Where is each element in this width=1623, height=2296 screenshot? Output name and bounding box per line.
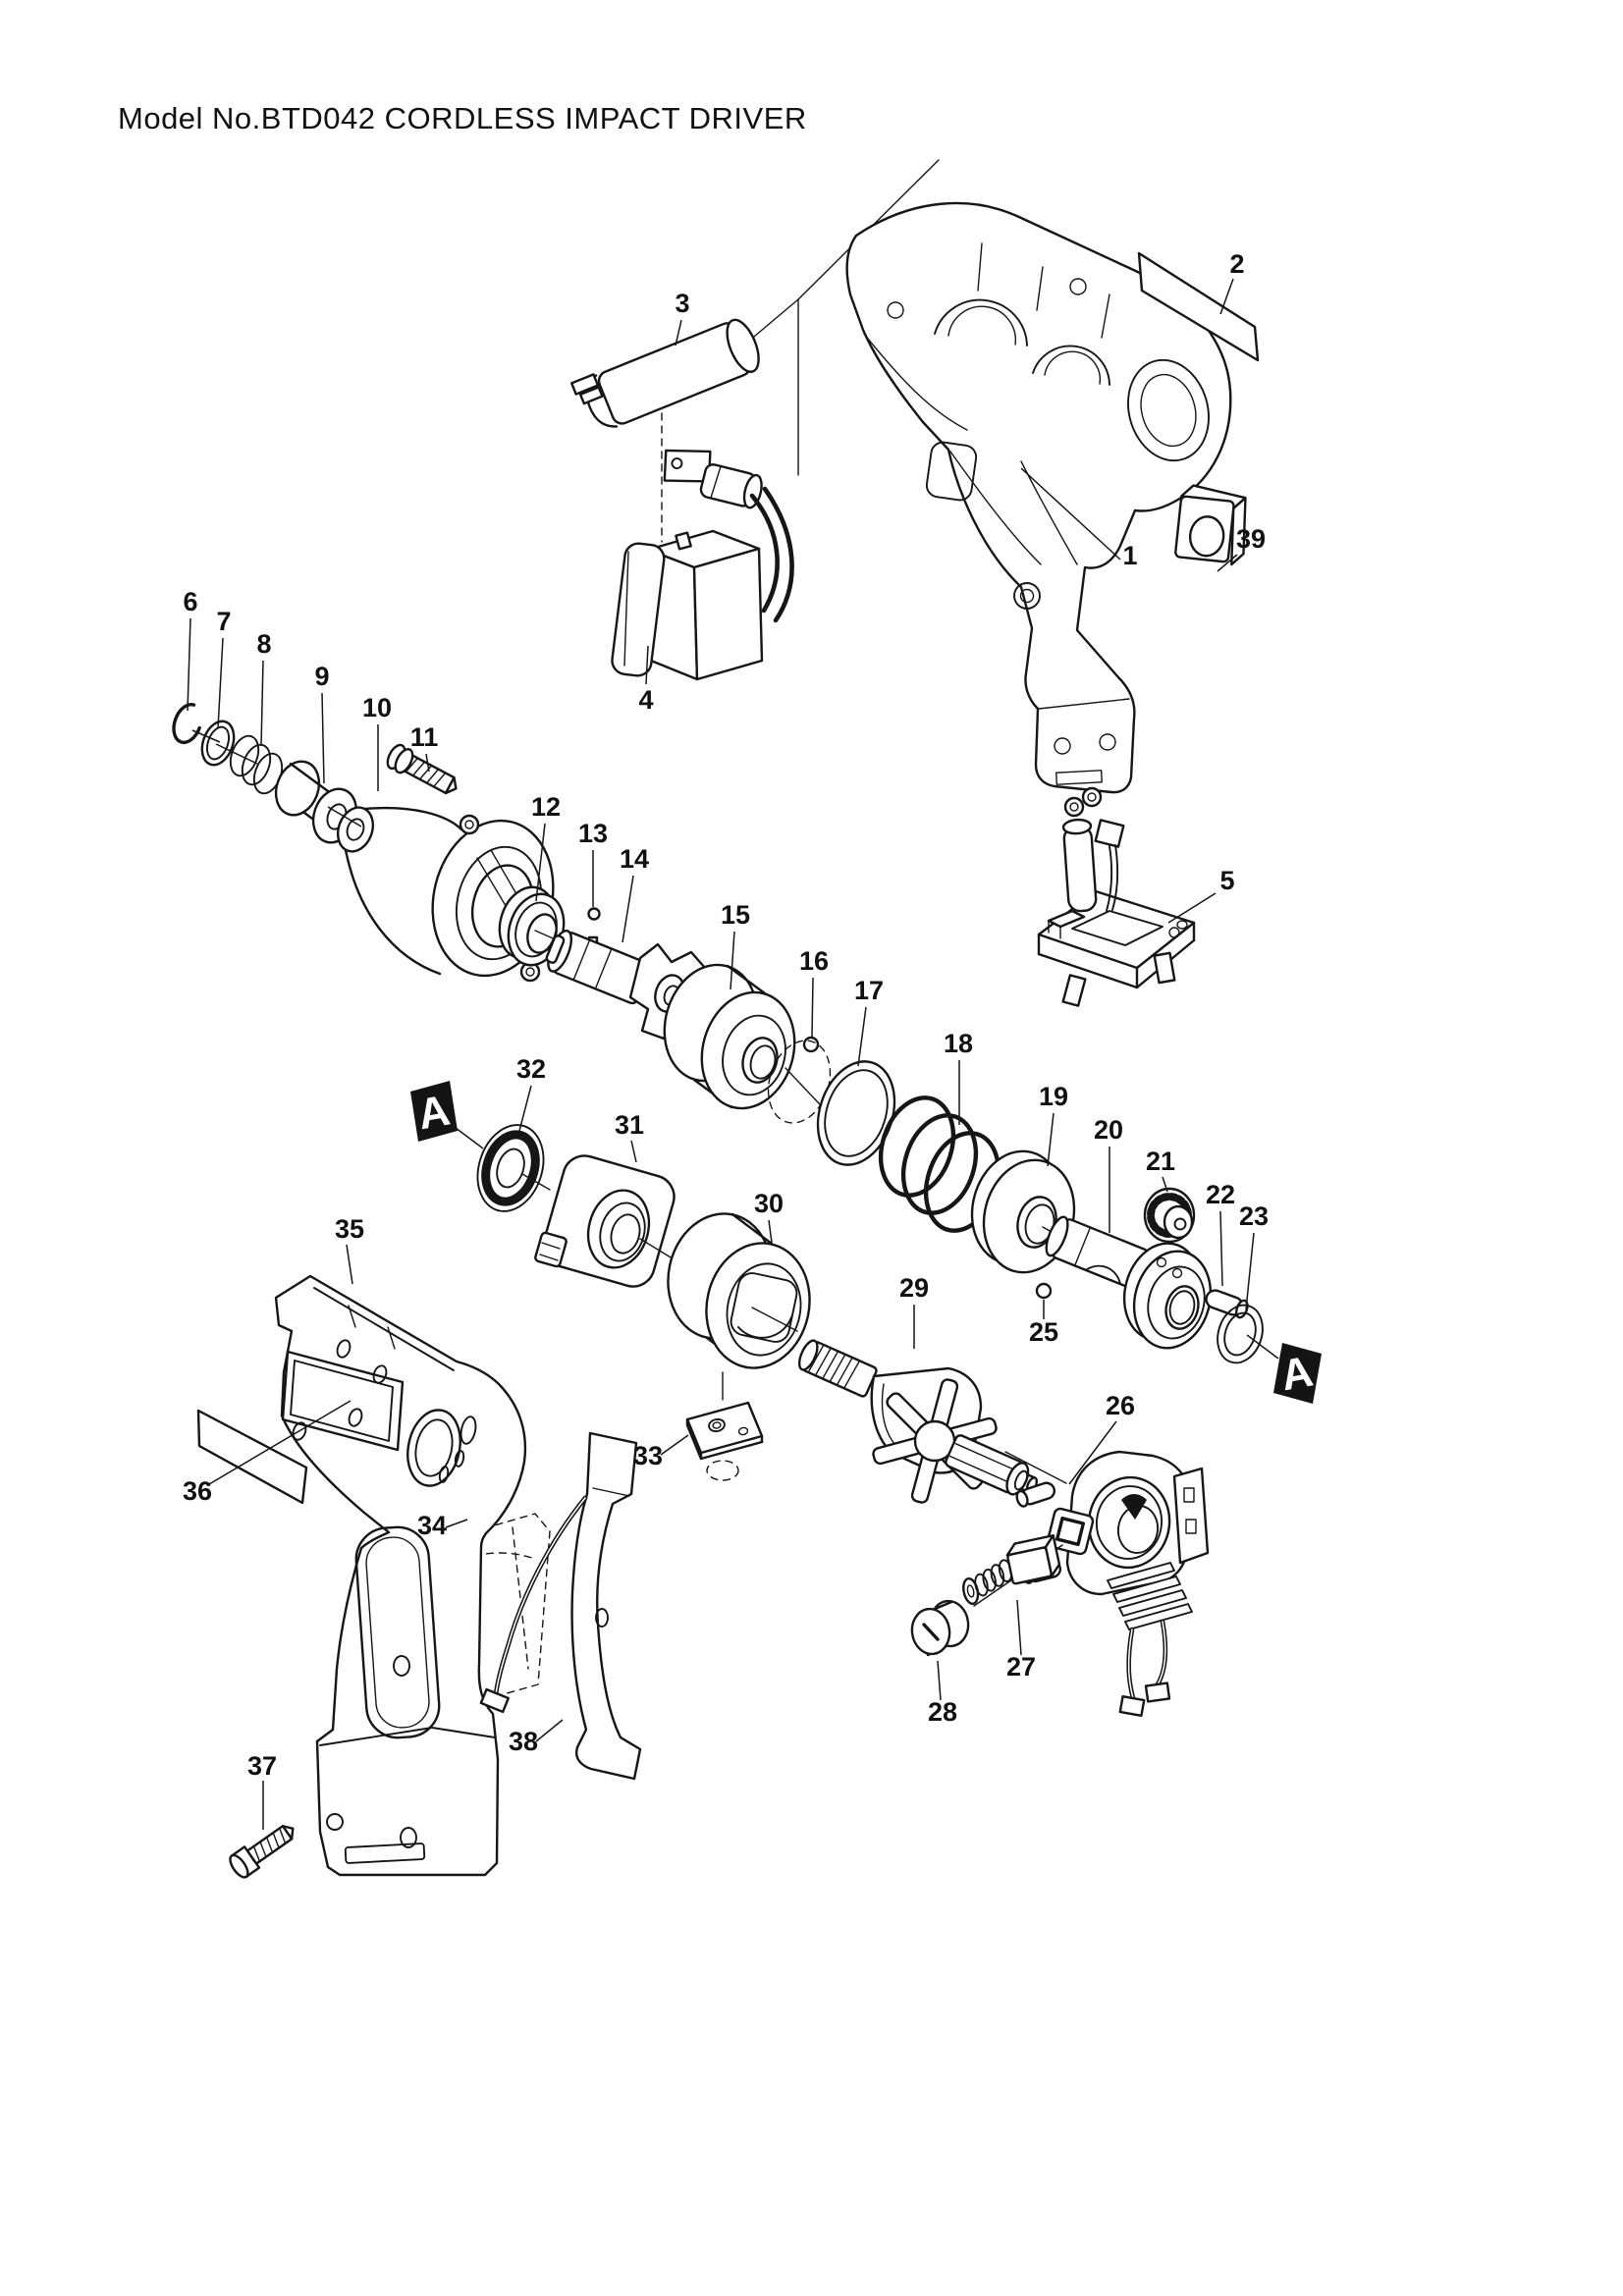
part-number-label-5: 5 (1219, 866, 1234, 895)
part-15-hammer (663, 963, 851, 1138)
part-37-tapping-screw (229, 1825, 295, 1879)
part-17-ring (816, 1060, 896, 1166)
part-number-label-12: 12 (531, 792, 561, 822)
part-number-label-13: 13 (578, 819, 608, 848)
part-number-label-27: 27 (1006, 1652, 1036, 1682)
part-number-label-15: 15 (721, 900, 750, 930)
part-number-label-33: 33 (633, 1441, 663, 1470)
part-number-label-30: 30 (754, 1189, 784, 1218)
part-27-carbon-brush (962, 1534, 1061, 1605)
part-number-label-28: 28 (928, 1697, 957, 1727)
labels: Model No.BTD042 CORDLESS IMPACT DRIVER 1… (118, 101, 1317, 1781)
diagram-title: Model No.BTD042 CORDLESS IMPACT DRIVER (118, 101, 807, 135)
part-number-label-37: 37 (247, 1751, 277, 1781)
part-21-pinion-gear (1143, 1187, 1196, 1244)
part-25-steel-ball (1035, 1282, 1053, 1300)
part-2-name-plate-sticker (1137, 251, 1260, 362)
part-number-label-9: 9 (314, 662, 329, 691)
part-number-label-35: 35 (335, 1214, 364, 1244)
part-number-label-1: 1 (1122, 541, 1137, 570)
part-3-cap (569, 318, 760, 428)
part-number-label-31: 31 (615, 1110, 644, 1140)
part-29-armature (797, 1339, 1067, 1504)
part-7-washer (200, 720, 236, 767)
part-number-label-11: 11 (410, 722, 439, 752)
part-31-bearing-box (534, 1154, 676, 1288)
part-number-label-26: 26 (1106, 1391, 1135, 1420)
part-12-bearing-retainer-ring (498, 885, 568, 967)
part-20-gear-spindle (1045, 1215, 1213, 1350)
part-6-snap-ring (172, 702, 203, 745)
part-26-brush-holder (973, 1450, 1210, 1717)
part-number-label-16: 16 (799, 946, 829, 976)
part-23-o-ring (1217, 1304, 1264, 1364)
part-number-label-7: 7 (216, 607, 231, 636)
part-number-label-32: 32 (516, 1054, 546, 1084)
part-number-label-38: 38 (509, 1727, 538, 1756)
part-33-plate (685, 1401, 764, 1481)
part-38-lead-wire-strip (479, 1431, 642, 1781)
part-number-label-29: 29 (899, 1273, 929, 1303)
part-32-oil-seal (476, 1124, 551, 1212)
part-number-label-20: 20 (1094, 1115, 1123, 1145)
part-number-label-8: 8 (256, 629, 271, 659)
part-number-label-18: 18 (944, 1029, 973, 1058)
part-5-terminal-board (1037, 786, 1196, 1007)
section-marker-a-left (410, 1081, 458, 1142)
part-number-label-14: 14 (620, 844, 649, 874)
leader-lines (187, 278, 1279, 1830)
part-number-label-39: 39 (1236, 524, 1266, 554)
part-number-label-4: 4 (638, 685, 653, 715)
part-11-screw (386, 743, 458, 795)
part-number-label-10: 10 (362, 693, 392, 722)
part-39-button (1174, 484, 1247, 566)
part-number-label-19: 19 (1039, 1082, 1068, 1111)
part-number-label-3: 3 (675, 289, 689, 318)
part-number-label-6: 6 (183, 587, 197, 616)
part-35-housing-left-half (274, 1274, 527, 1877)
part-1-housing-right-half (845, 201, 1232, 794)
part-number-label-22: 22 (1206, 1180, 1235, 1209)
part-number-label-2: 2 (1229, 249, 1244, 279)
part-number-label-17: 17 (854, 976, 884, 1005)
part-number-label-25: 25 (1029, 1317, 1058, 1347)
part-4-switch (611, 449, 794, 681)
part-number-label-34: 34 (417, 1511, 447, 1540)
part-number-label-23: 23 (1239, 1201, 1269, 1231)
part-number-label-21: 21 (1146, 1147, 1175, 1176)
section-marker-a-right (1273, 1343, 1322, 1404)
part-number-label-36: 36 (183, 1476, 212, 1506)
part-28-brush-cap (910, 1599, 970, 1657)
part-30-motor-yoke (667, 1212, 811, 1401)
